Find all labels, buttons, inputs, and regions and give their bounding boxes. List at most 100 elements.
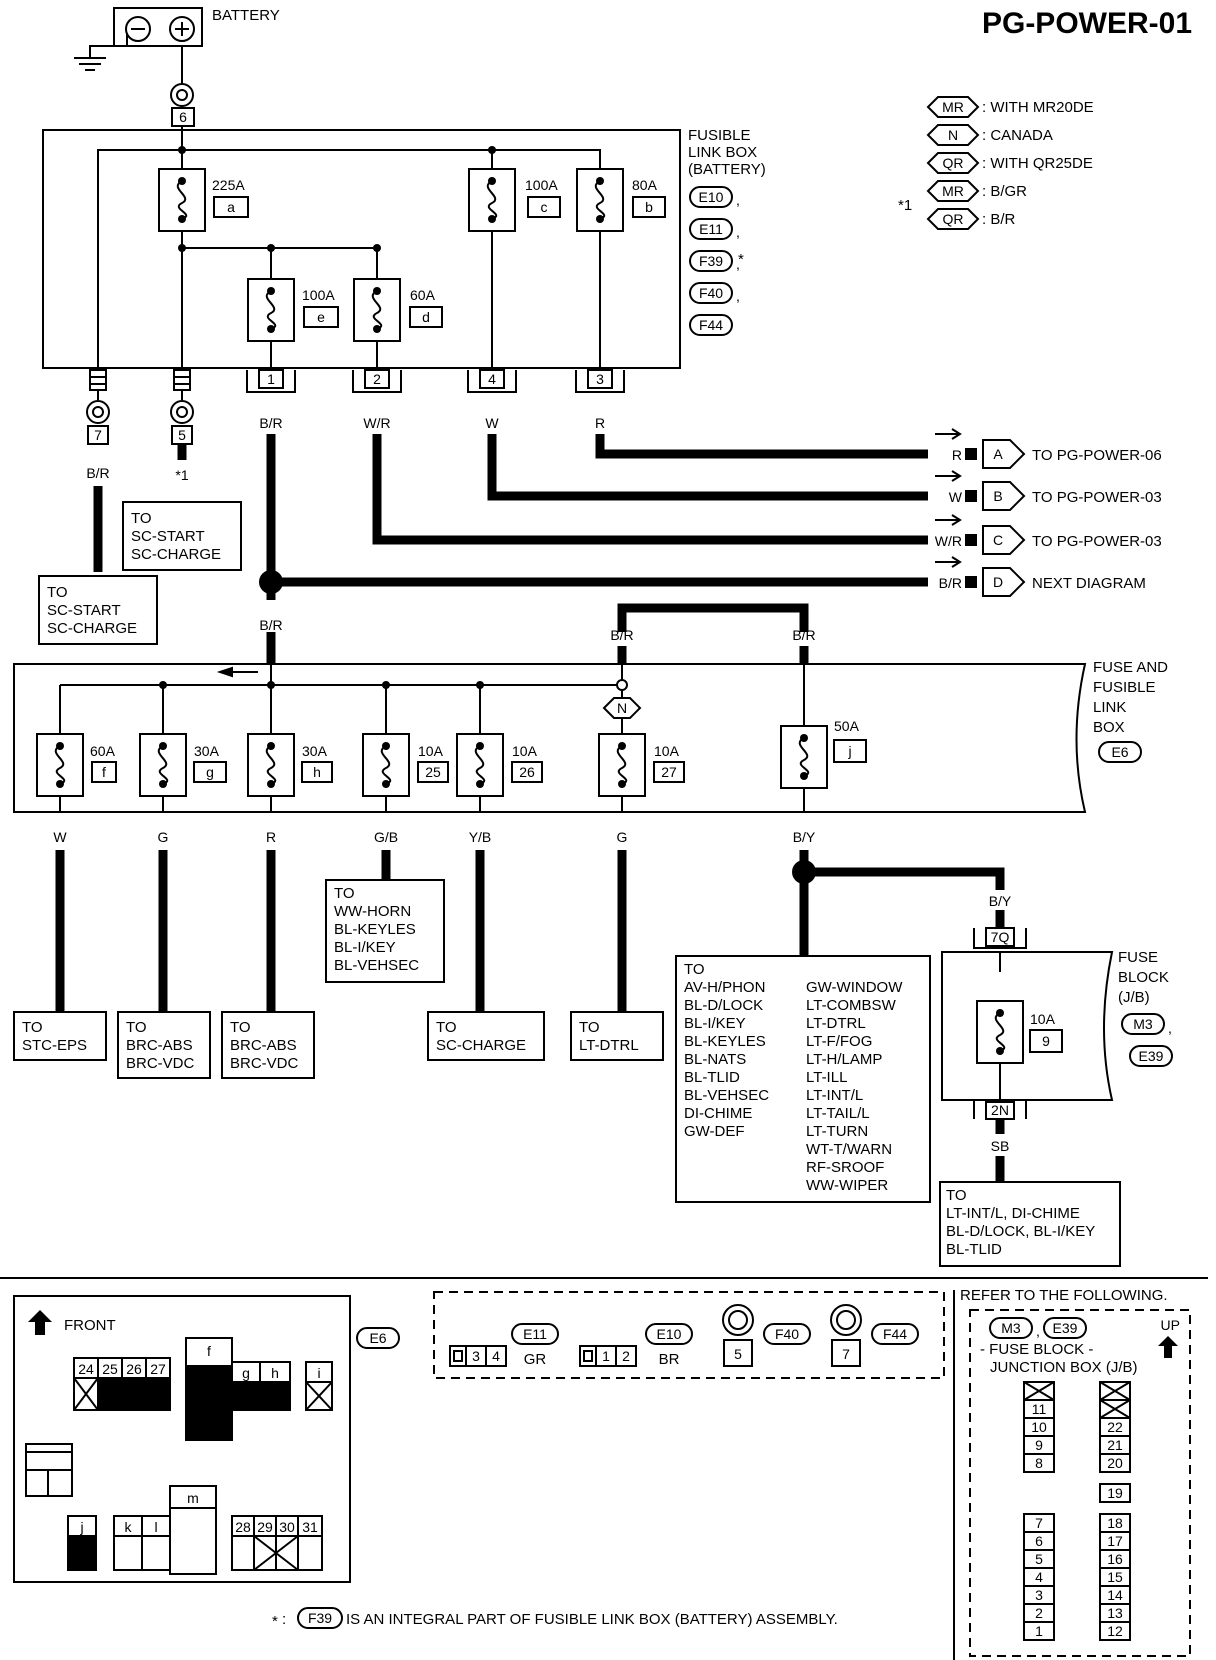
footnote-star: * [272,1613,278,1630]
legend-text-4: : B/GR [982,183,1027,200]
e11-pin-3: 3 [472,1348,480,1364]
page-title: PG-POWER-01 [982,7,1192,40]
flb-title-1: FUSIBLE [688,127,751,144]
dest-horn-3: BL-KEYLES [334,921,416,938]
dest-sc-2: SC-CHARGE [436,1037,526,1054]
offpage-d-dest: NEXT DIAGRAM [1032,575,1146,592]
ring-terminal-icon [86,400,110,424]
e39-tag [1129,1045,1173,1067]
fuse-j-icon [780,725,828,789]
comma: , [736,192,740,208]
n-tag: N [617,700,627,716]
grid-31: 31 [302,1519,318,1535]
offpage-b-color: W [949,489,963,505]
fuse-27-id: 27 [661,764,677,780]
battery-label: BATTERY [212,7,280,24]
jb-6: 6 [1035,1533,1043,1549]
dest-brc1-box [117,1011,211,1079]
offpage-d-color: B/R [939,575,962,591]
fuse-d-rating: 60A [410,287,436,303]
fb-title-1: FUSE [1118,949,1158,966]
jb-15: 15 [1107,1569,1123,1585]
connector-panel [433,1291,945,1379]
fuse-9-icon [976,1000,1024,1064]
fb-title-2: BLOCK [1118,969,1169,986]
wire-t1: B/R [259,415,282,431]
e11-pin-4: 4 [492,1348,500,1364]
legend [926,96,980,230]
grid-j: j [79,1519,83,1535]
fuse-26-icon [456,733,504,797]
dest-big-right-item: LT-DTRL [806,1015,866,1032]
battery [74,7,203,84]
e10-tag: E10 [657,1326,682,1342]
connector-e11-face [449,1323,559,1367]
fuse-c-id: c [541,199,548,215]
fuse-g-icon [139,733,187,797]
fb-title-3: (J/B) [1118,989,1150,1006]
comma: , [736,224,740,240]
dest-sc5-line1: TO [131,510,152,527]
fbox-wire-right: B/R [792,627,815,643]
jb-title-1: - FUSE BLOCK - [980,1341,1093,1358]
box-terminals [89,369,625,393]
terminal-2: 2 [373,371,381,387]
fb-connector-e39: E39 [1139,1048,1164,1064]
dest-brc2-2: BRC-ABS [230,1037,297,1054]
f40-tag: F40 [775,1326,799,1342]
offpage-c-dest: TO PG-POWER-03 [1032,533,1162,550]
refer-e39: E39 [1053,1320,1078,1336]
fuse-26-rating: 10A [512,743,538,759]
jb-8: 8 [1035,1455,1043,1471]
connector-f44-face [830,1304,919,1367]
jb-13: 13 [1107,1605,1123,1621]
fb-term-out: 2N [991,1102,1009,1118]
grid-f: f [207,1343,211,1359]
dest-jb-4: BL-TLID [946,1241,1002,1258]
offpage-d-letter: D [993,574,1003,590]
fb-term-in: 7Q [991,929,1010,945]
fuse-g-id: g [206,764,214,780]
grid-30: 30 [279,1519,295,1535]
fuse-b-rating: 80A [632,177,658,193]
fuse-25-id: 25 [425,764,441,780]
wire-t2: W/R [363,415,390,431]
fb-fuse-id-box [1029,1029,1063,1053]
colon: : [282,1611,286,1628]
fuse-25-rating: 10A [418,743,444,759]
e10-color: BR [659,1351,680,1368]
ring-terminal-icon [170,400,194,424]
fuse-26-id: 26 [519,764,535,780]
open-splice [616,679,628,691]
connector-f40-face [722,1304,811,1367]
dest-jb-3: BL-D/LOCK, BL-I/KEY [946,1223,1095,1240]
wire-t3: R [595,415,605,431]
jb-16: 16 [1107,1551,1123,1567]
splice-point [259,570,283,594]
dest-brc2-box [221,1011,315,1079]
offpage-stubs [965,448,977,588]
fuse-f-icon [36,733,84,797]
fuse-h-id: h [313,764,321,780]
dest-big-left-item: BL-D/LOCK [684,997,763,1014]
e6-tag [1098,741,1142,763]
grid-g: g [242,1365,250,1381]
flb-title-2: LINK BOX [688,144,757,161]
comma: , [736,256,740,272]
grid-i: i [317,1365,320,1381]
offpage-c-color: W/R [935,533,962,549]
fuse-j-rating: 50A [834,718,860,734]
refer-title: REFER TO THE FOLLOWING. [960,1287,1168,1304]
wire-t7: B/R [86,465,109,481]
dest-brc1-2: BRC-ABS [126,1037,193,1054]
dest-horn-2: WW-HORN [334,903,411,920]
fuse-27-rating: 10A [654,743,680,759]
offpage-c-letter: C [993,532,1003,548]
ffb-title-1: FUSE AND [1093,659,1168,676]
legend-tag-3: QR [943,155,964,171]
offpage-a-color: R [952,447,962,463]
ffb-title-3: LINK [1093,699,1126,716]
fuse-d-id: d [422,309,430,325]
grid-27: 27 [150,1361,166,1377]
